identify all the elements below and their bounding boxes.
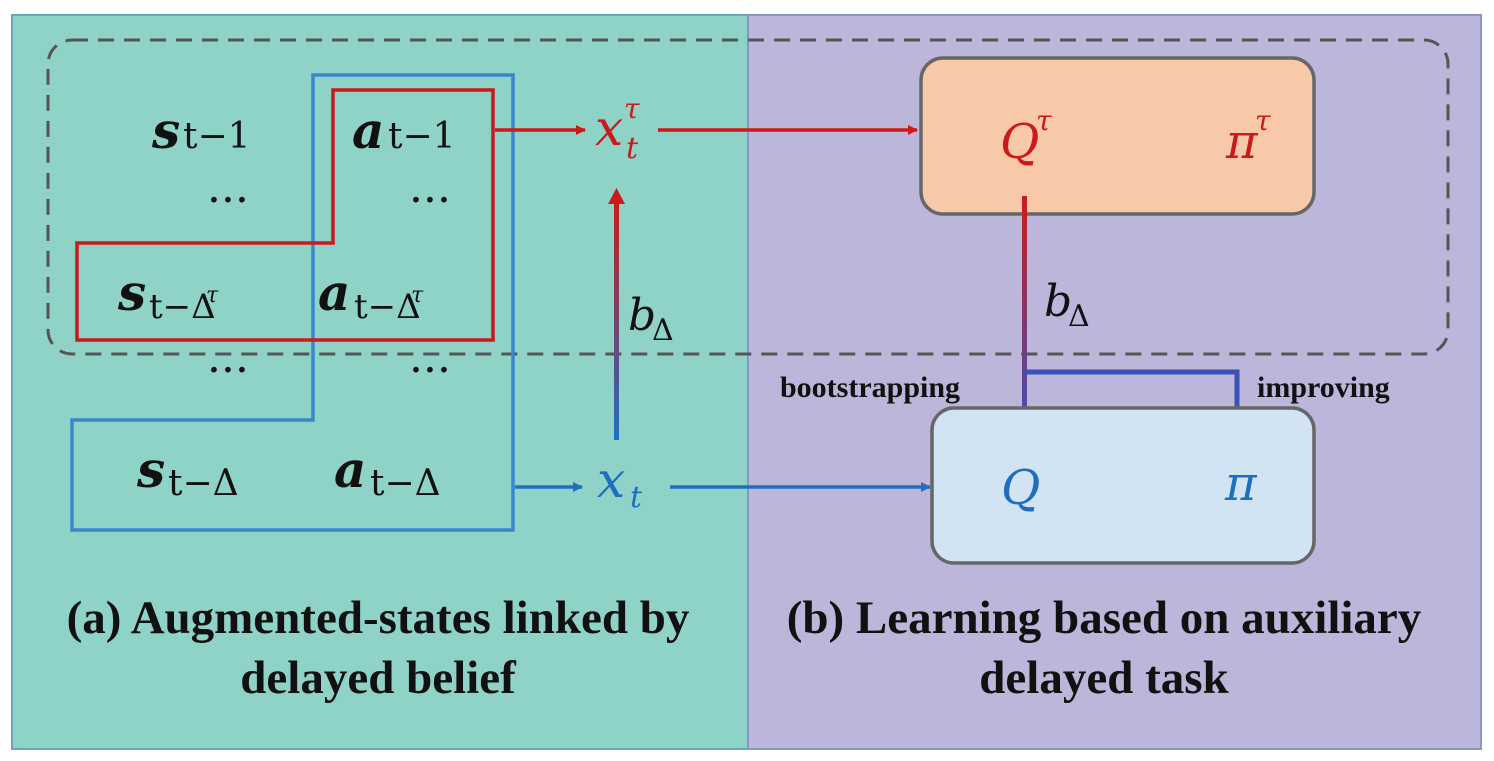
svg-text:t: t xyxy=(630,480,643,515)
auxiliary-state-outline xyxy=(75,88,495,342)
svg-text:π: π xyxy=(1225,114,1259,170)
svg-text:Δ: Δ xyxy=(1068,299,1090,334)
state-t-minus-1: s t−1 xyxy=(151,101,251,160)
left-panel xyxy=(11,14,749,750)
state-t-minus-delta-tau: s t−Δ τ xyxy=(117,263,219,327)
svg-text:t−Δ: t−Δ xyxy=(370,463,441,504)
svg-text:τ: τ xyxy=(624,92,640,125)
svg-text:t: t xyxy=(626,131,639,166)
left-caption-line2: delayed belief xyxy=(240,652,517,704)
belief-label-left: b Δ xyxy=(628,290,674,348)
left-caption-line1: (a) Augmented-states linked by xyxy=(67,592,690,644)
svg-text:s: s xyxy=(136,440,165,499)
augmented-state-x: x t xyxy=(597,451,643,515)
ellipsis-states-1: ··· xyxy=(207,175,249,226)
action-t-minus-delta: a t−Δ xyxy=(334,440,441,504)
belief-label-right: b Δ xyxy=(1044,276,1090,334)
svg-text:b: b xyxy=(628,290,656,341)
bootstrap-arrow-shaft xyxy=(1022,196,1027,432)
augmented-state-outline xyxy=(70,73,515,532)
svg-text:s: s xyxy=(151,101,180,160)
svg-text:τ: τ xyxy=(206,283,219,308)
ellipsis-actions-2: ··· xyxy=(409,345,451,396)
ellipsis-actions-1: ··· xyxy=(409,175,451,226)
right-caption-line2: delayed task xyxy=(979,652,1229,704)
auxiliary-task-box xyxy=(919,56,1316,216)
right-caption-line1: (b) Learning based on auxiliary xyxy=(787,592,1422,644)
belief-arrow-head xyxy=(608,188,625,204)
main-policy: π xyxy=(1224,456,1258,512)
auxiliary-state-x-tau: x t τ xyxy=(595,92,640,166)
svg-text:t−Δ: t−Δ xyxy=(149,287,216,327)
svg-text:a: a xyxy=(318,263,350,322)
action-t-minus-delta-tau: a t−Δ τ xyxy=(318,263,424,327)
svg-text:t−1: t−1 xyxy=(183,116,251,157)
svg-text:a: a xyxy=(334,440,366,499)
dashed-auxiliary-frame xyxy=(46,38,1450,356)
ellipsis-states-2: ··· xyxy=(207,345,249,396)
svg-text:a: a xyxy=(352,101,384,160)
svg-text:b: b xyxy=(1044,276,1072,327)
bootstrapping-label: bootstrapping xyxy=(780,371,960,404)
svg-text:x: x xyxy=(595,99,623,157)
belief-arrow-shaft xyxy=(614,202,619,440)
svg-text:x: x xyxy=(597,451,625,509)
action-t-minus-1: a t−1 xyxy=(352,101,456,160)
svg-text:s: s xyxy=(117,263,146,322)
svg-text:t−Δ: t−Δ xyxy=(354,287,421,327)
aux-q-function: Q τ xyxy=(1000,104,1052,170)
svg-text:τ: τ xyxy=(1036,104,1052,137)
improving-label: improving xyxy=(1257,371,1390,404)
svg-text:τ: τ xyxy=(1255,104,1271,137)
svg-text:t−Δ: t−Δ xyxy=(168,463,239,504)
main-q-function: Q xyxy=(1001,460,1040,516)
aux-policy: π τ xyxy=(1225,104,1271,170)
main-task-box xyxy=(930,406,1316,565)
svg-text:τ: τ xyxy=(411,283,424,308)
svg-text:Δ: Δ xyxy=(652,313,674,348)
state-t-minus-delta: s t−Δ xyxy=(136,440,239,504)
svg-text:t−1: t−1 xyxy=(388,116,456,157)
svg-text:Q: Q xyxy=(1000,114,1039,170)
